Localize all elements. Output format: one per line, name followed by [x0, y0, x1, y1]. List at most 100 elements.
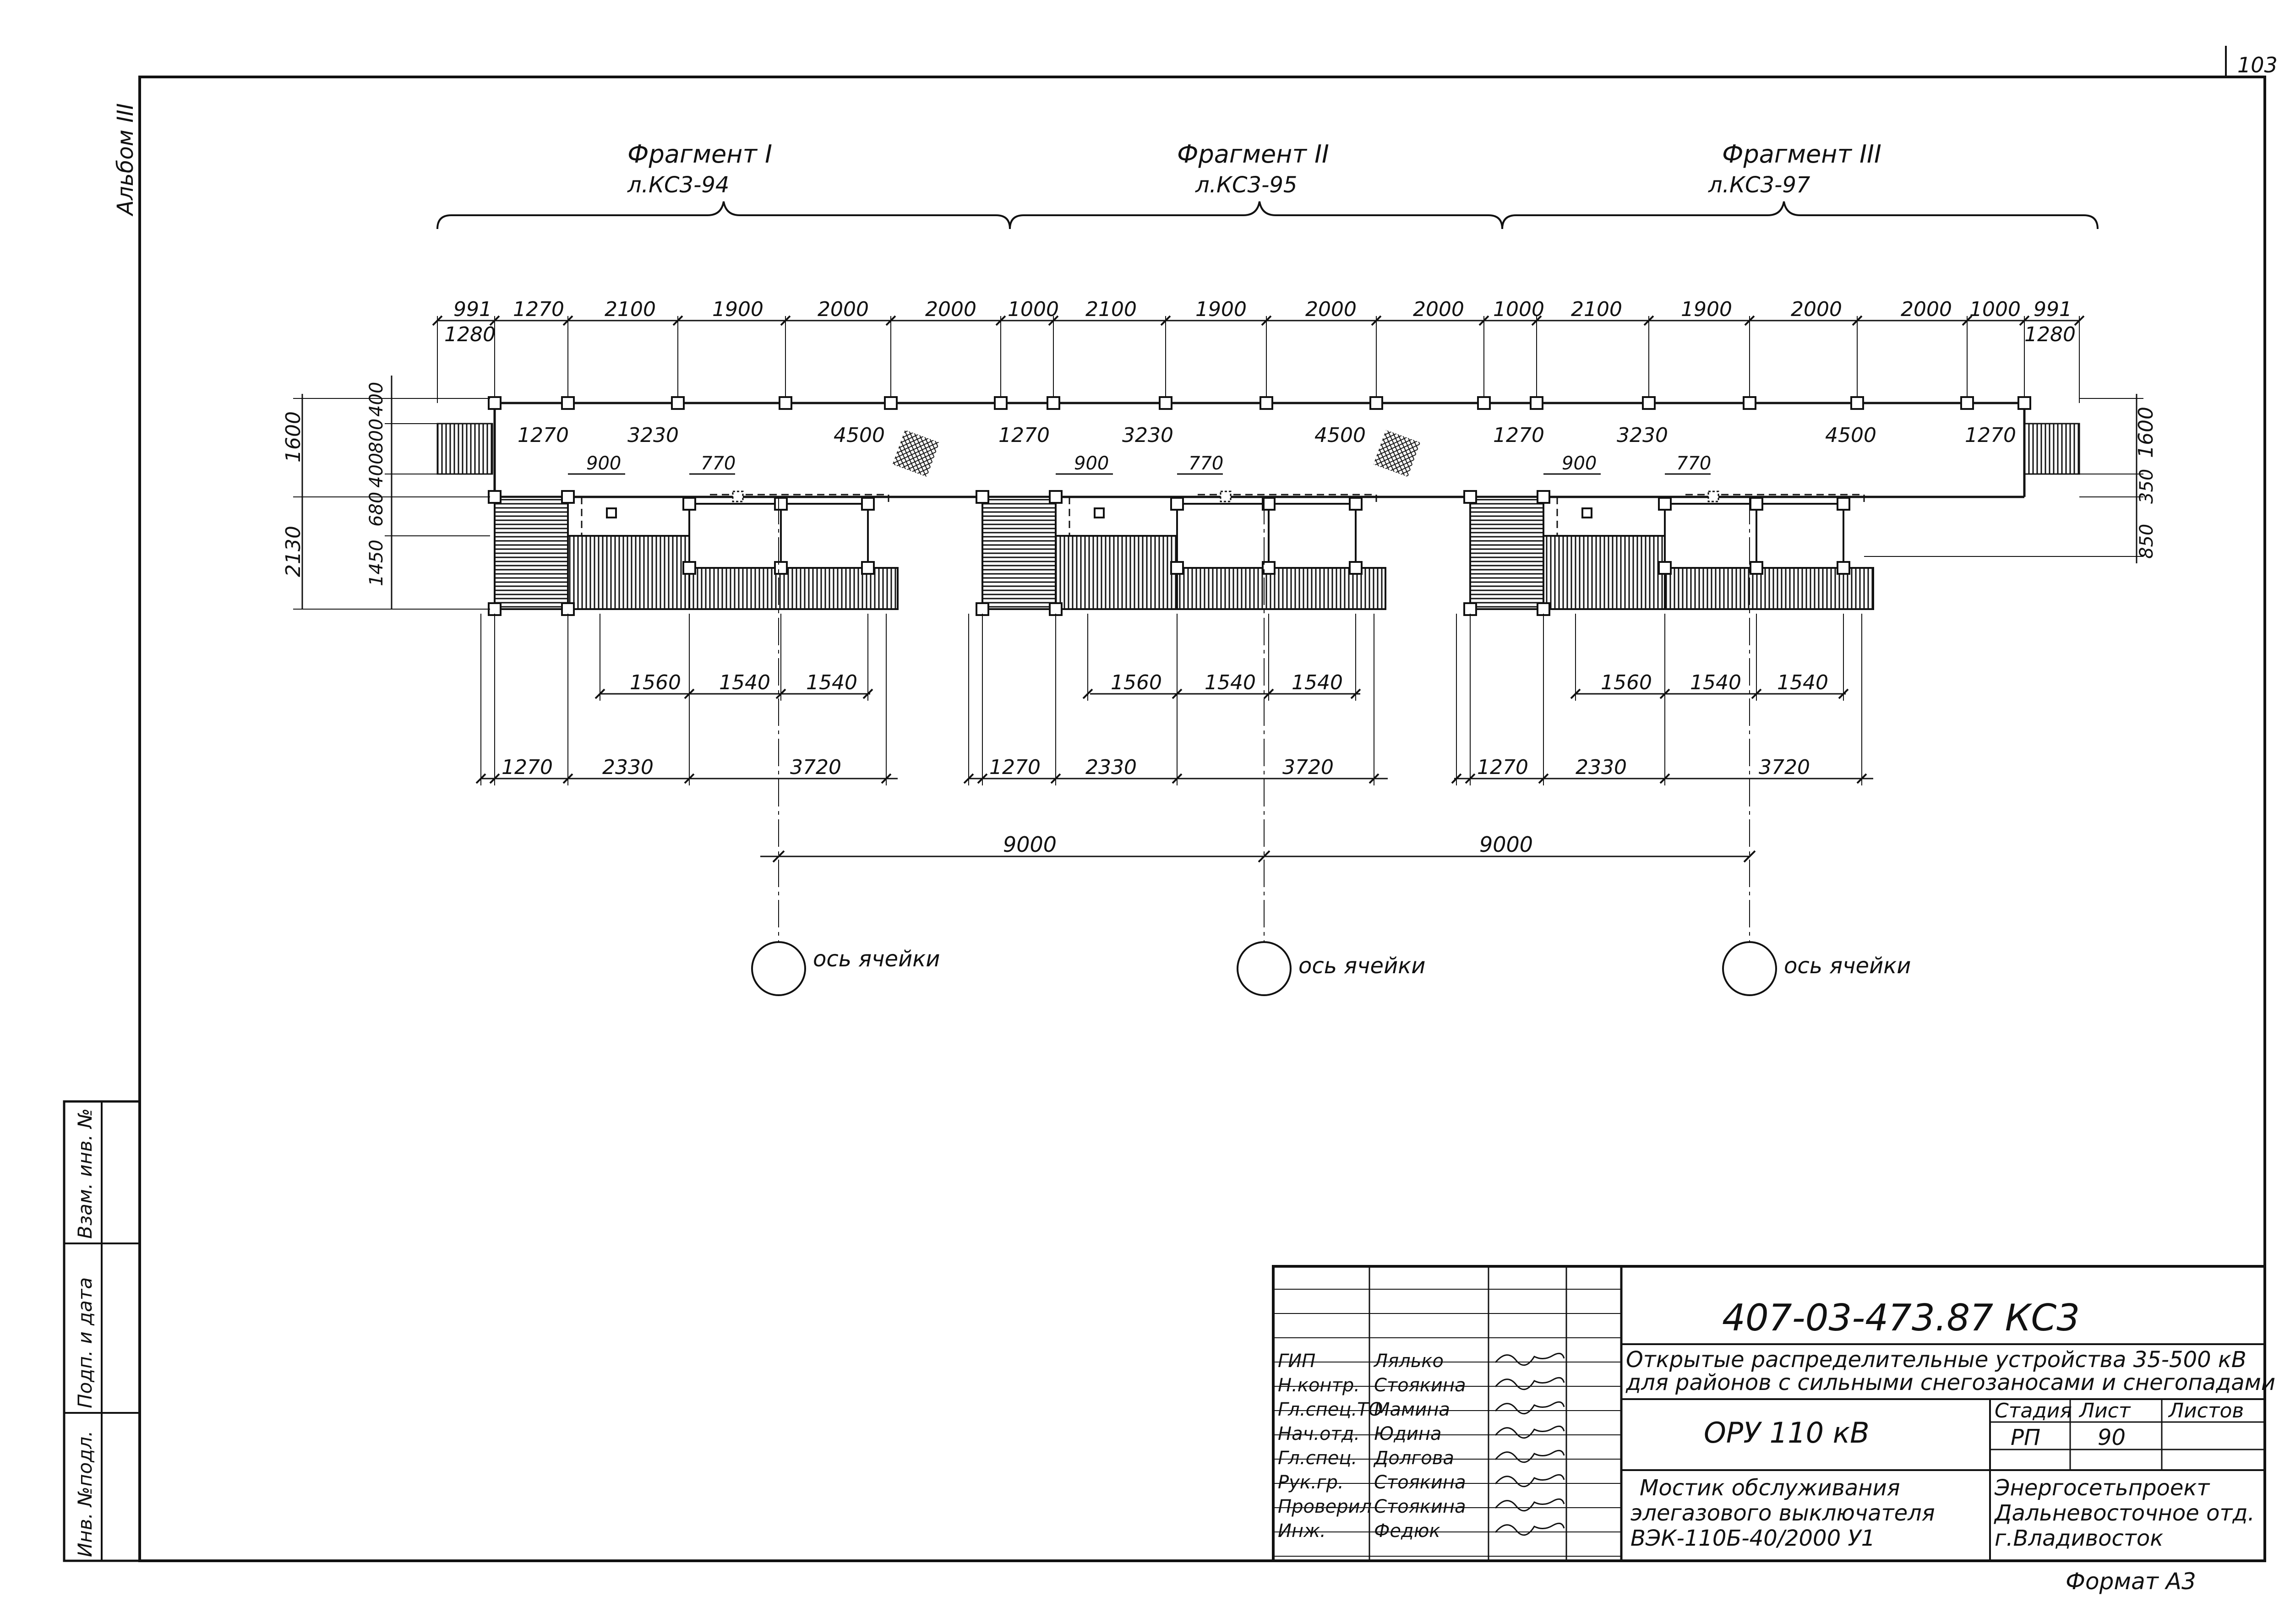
dim-top-8: 2100 [1085, 298, 1137, 321]
dim-small-770: 770 [1189, 453, 1223, 474]
fragment-title: Фрагмент II [1177, 140, 1329, 169]
signer-name: Стоякина [1374, 1496, 1466, 1517]
cell-axes: ось ячейки ось ячейки ось ячейки [751, 497, 1911, 996]
dim-bottom2-f1-a: 1270 [502, 756, 553, 779]
signature [1494, 1522, 1565, 1536]
dim-tick [1172, 773, 1183, 784]
dim-tick [562, 773, 573, 784]
dashed-outline [1069, 494, 1377, 536]
fragment-ref: л.КС3-97 [1708, 172, 1810, 198]
signer-name: Долгова [1373, 1448, 1454, 1469]
dim-top-sub-left: 1280 [444, 323, 496, 346]
dim-tick [1050, 773, 1061, 784]
signer-role: Инж. [1278, 1520, 1326, 1542]
album-label: Альбом III [113, 103, 138, 217]
dim-top-18: 991 [2034, 298, 2072, 321]
column-square [682, 561, 696, 575]
dashed-outline [581, 494, 889, 536]
dim-top-16: 2000 [1901, 298, 1952, 321]
signer-role: Рук.гр. [1278, 1472, 1344, 1493]
column-square [682, 497, 696, 511]
frame-outline [1176, 503, 1270, 569]
dim-top-17: 1000 [1969, 298, 2021, 321]
platform-hatched [1055, 535, 1178, 610]
column-square [1170, 497, 1184, 511]
dim-top-9: 1900 [1195, 298, 1247, 321]
sheet-number: 90 [2098, 1425, 2126, 1450]
dim-tick [772, 850, 785, 863]
column-square [779, 396, 792, 410]
dim-left-inner-2: 800 [366, 419, 387, 453]
sheets-header: Листов [2168, 1399, 2244, 1422]
dim-bottom2-f3-a: 1270 [1477, 756, 1528, 779]
stair-left [436, 423, 493, 475]
dim-top-14: 1900 [1681, 298, 1732, 321]
dim-bottom1-f2-a: 1560 [1111, 671, 1162, 694]
column-square [1369, 396, 1383, 410]
column-square [774, 561, 788, 575]
dim-bottom1-f3-b: 1540 [1690, 671, 1741, 694]
dim-inner-9: 4500 [1825, 424, 1876, 447]
fragment-ref: л.КС3-95 [1195, 172, 1297, 198]
stage-header: Стадия [1995, 1399, 2072, 1422]
anchor-dashed [1220, 490, 1232, 502]
column-square [1837, 561, 1850, 575]
column-square [488, 396, 502, 410]
dim-inner-4: 1270 [998, 424, 1050, 447]
fragment-brace [1009, 201, 1503, 229]
column-square [861, 561, 875, 575]
stair-landing [494, 496, 569, 610]
dim-small-770: 770 [701, 453, 736, 474]
fragment-header-2: Фрагмент II л.КС3-95 [1009, 140, 1503, 229]
dim-tick [1350, 688, 1361, 699]
dim-bottom1-f2-c: 1540 [1292, 671, 1343, 694]
dim-top-5: 2000 [818, 298, 869, 321]
dim-top-2: 1270 [513, 298, 564, 321]
signature [1494, 1377, 1565, 1390]
dim-axis-spacing-1: 9000 [1003, 832, 1057, 857]
sheet-title-line3: ВЭК-110Б-40/2000 У1 [1630, 1526, 1875, 1551]
dim-tick [594, 688, 605, 699]
dim-top-6: 2000 [925, 298, 976, 321]
signature [1494, 1450, 1565, 1463]
signer-name: Федюк [1374, 1520, 1440, 1542]
frame-outline [1268, 503, 1357, 569]
dim-left-inner-3: 400 [366, 453, 387, 488]
signature [1494, 1498, 1565, 1512]
side-stamp-vzam-inv: Взам. инв. № [74, 1108, 96, 1239]
dim-top-7: 1000 [1008, 298, 1059, 321]
right-vertical-dimensions: 1600 350 850 [1864, 394, 2158, 563]
dim-tick [1451, 773, 1462, 784]
dim-right-1: 1600 [2134, 407, 2158, 458]
column-square [1260, 396, 1273, 410]
column-square [488, 490, 502, 504]
dim-tick [1751, 688, 1762, 699]
dim-small-770: 770 [1676, 453, 1711, 474]
dim-bottom1-f3-a: 1560 [1601, 671, 1652, 694]
signature [1494, 1425, 1565, 1439]
column-square [1658, 497, 1672, 511]
top-dimension-chain: 991 1270 2100 1900 2000 2000 1000 2100 1… [432, 298, 2085, 403]
column-square [1743, 396, 1756, 410]
column-square [1960, 396, 1974, 410]
anchor-dashed [1707, 490, 1719, 502]
axis-marker-1 [751, 941, 806, 996]
dim-inner-5: 3230 [1122, 424, 1173, 447]
column-square [561, 602, 575, 616]
project-title-line2: для районов с сильными снегозаносами и с… [1625, 1370, 2275, 1395]
column-square [1537, 490, 1550, 504]
signer-name: Стоякина [1374, 1472, 1466, 1493]
signer-name: Стоякина [1374, 1375, 1466, 1396]
platform-hatched [567, 535, 690, 610]
dim-bottom2-f3-b: 2330 [1576, 756, 1627, 779]
fragment-brace [436, 201, 1011, 229]
anchor-square [1094, 507, 1105, 518]
platform-hatched [1176, 567, 1386, 610]
column-square [1349, 497, 1363, 511]
dim-top-sub-right: 1280 [2024, 323, 2076, 346]
column-square [1537, 602, 1550, 616]
dim-top-11: 2000 [1413, 298, 1464, 321]
